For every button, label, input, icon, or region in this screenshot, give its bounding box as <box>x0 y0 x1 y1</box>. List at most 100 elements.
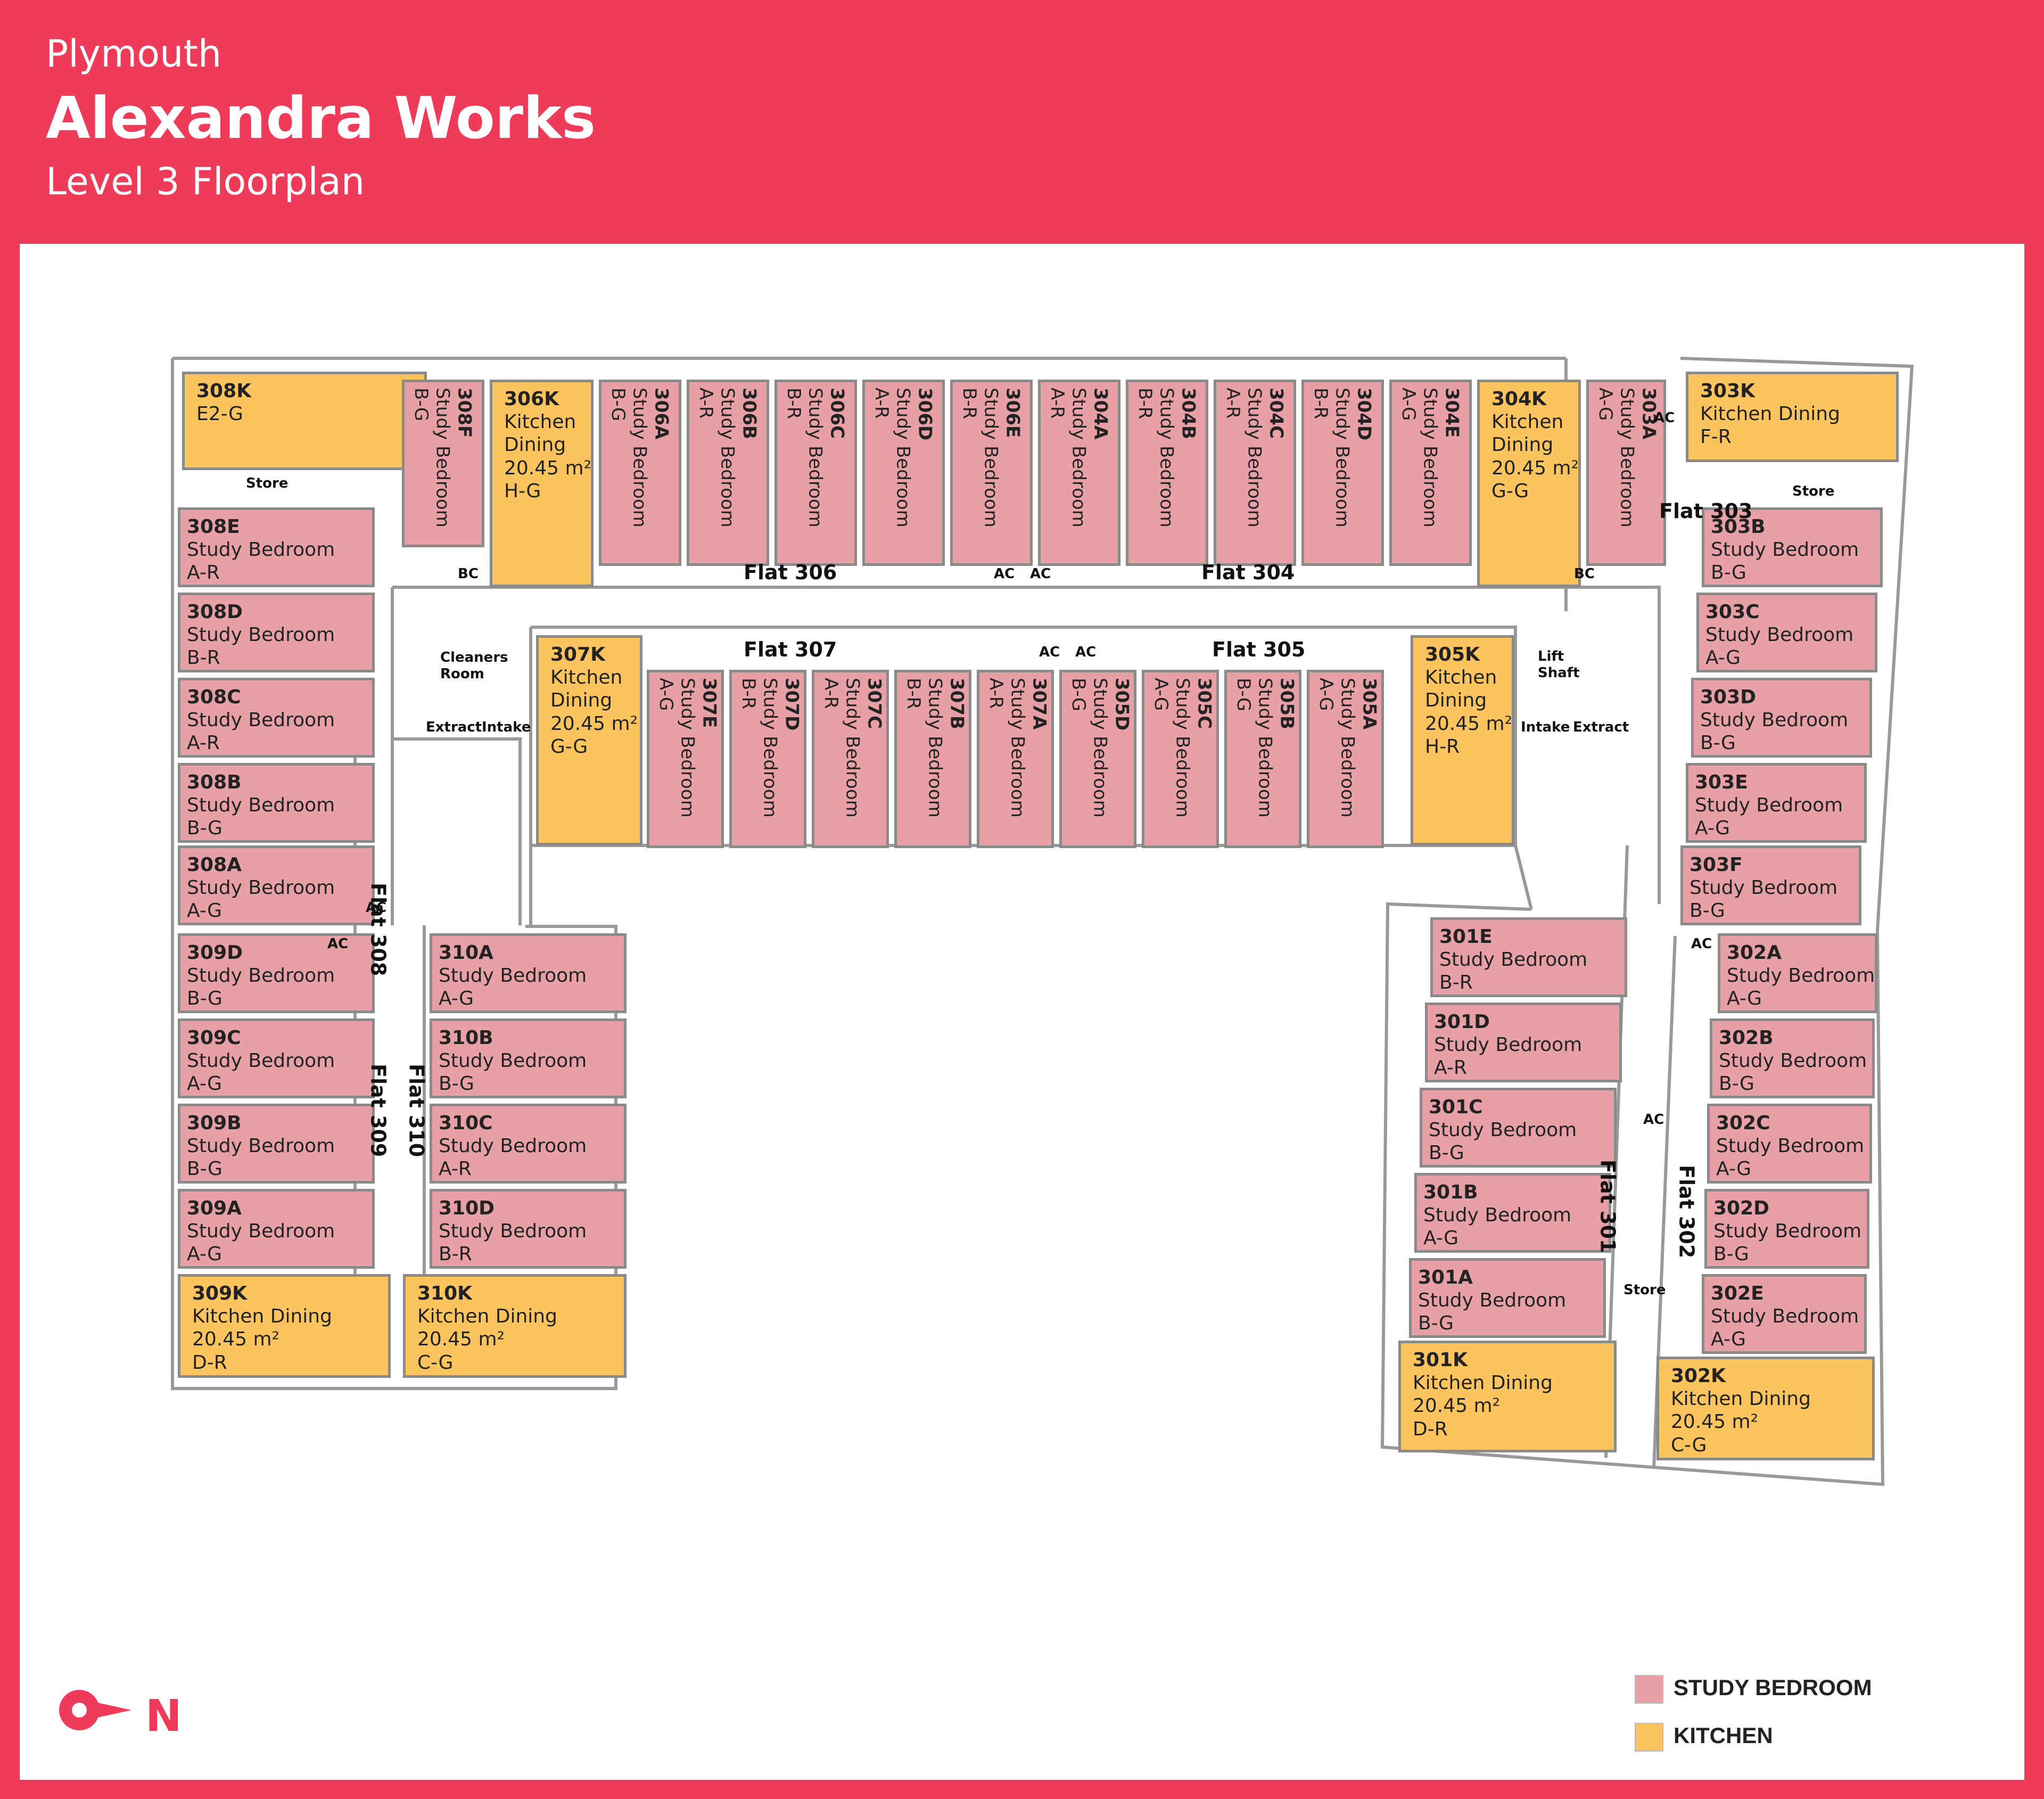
room-id: 302E <box>1711 1283 1764 1304</box>
room-id: 301K <box>1413 1349 1468 1371</box>
legend-bedroom-swatch <box>1635 1675 1663 1704</box>
room-detail: A-R <box>820 678 842 709</box>
room-id: 303E <box>1695 771 1748 793</box>
room-detail: H-G <box>504 480 541 502</box>
room-detail: B-G <box>1719 1073 1754 1095</box>
room-id: 304C <box>1265 388 1287 439</box>
room-detail: Dining <box>504 434 566 456</box>
room-id: 302K <box>1671 1365 1726 1387</box>
room-id: 304B <box>1177 388 1199 439</box>
room-detail: Study Bedroom <box>1434 1034 1583 1056</box>
room-detail: B-G <box>187 1158 222 1180</box>
room-detail: Study Bedroom <box>1711 1305 1859 1328</box>
room-id: 307C <box>863 678 885 729</box>
room-id: 305A <box>1358 678 1380 730</box>
room-detail: Study Bedroom <box>1172 678 1193 818</box>
room-id: 303D <box>1700 686 1757 708</box>
room-detail: B-G <box>1429 1142 1464 1164</box>
room-id: 301B <box>1423 1181 1478 1203</box>
room-detail: Study Bedroom <box>187 1220 335 1243</box>
page-title: Alexandra Works <box>46 85 596 152</box>
room-id: 307E <box>698 678 720 728</box>
room-detail: Study Bedroom <box>1719 1050 1867 1072</box>
flat-label: Flat 304 <box>1201 561 1295 584</box>
room-detail: D-R <box>1413 1418 1448 1440</box>
room-detail: 20.45 m² <box>192 1328 280 1351</box>
room-id: 308C <box>187 686 241 708</box>
room-detail: 20.45 m² <box>417 1328 505 1351</box>
room-detail: Study Bedroom <box>1695 794 1843 817</box>
room-detail: Study Bedroom <box>187 794 335 817</box>
room-id: 309K <box>192 1283 248 1304</box>
room-detail: A-G <box>1711 1328 1746 1351</box>
room-detail: Study Bedroom <box>1418 1289 1567 1312</box>
legend-kitchen-swatch <box>1635 1723 1663 1752</box>
room-detail: Kitchen Dining <box>1671 1388 1811 1410</box>
room-id: 305K <box>1425 644 1480 666</box>
room-detail: Study Bedroom <box>1727 965 1875 987</box>
room-detail: B-R <box>187 647 220 669</box>
store-label: Store <box>1792 483 1835 499</box>
room-detail: G-G <box>1491 480 1529 502</box>
header-city: Plymouth <box>46 32 222 76</box>
room-detail: Dining <box>550 689 613 712</box>
flat-label: Flat 308 <box>366 883 390 976</box>
room-detail: A-G <box>187 1243 222 1266</box>
room-detail: 20.45 m² <box>1491 457 1579 479</box>
legend-bedroom-label: STUDY BEDROOM <box>1674 1675 1872 1700</box>
room-detail: A-G <box>1727 988 1762 1010</box>
room-detail: Study Bedroom <box>629 388 650 528</box>
bc-label: BC <box>1574 566 1595 582</box>
room-id: 301A <box>1418 1267 1473 1288</box>
room-detail: Study Bedroom <box>892 388 914 528</box>
room-id: 303A <box>1638 388 1660 440</box>
room-detail: B-G <box>1713 1243 1749 1266</box>
room-detail: Study Bedroom <box>1716 1135 1865 1157</box>
room-detail: Study Bedroom <box>1331 388 1353 528</box>
room-detail: 20.45 m² <box>550 712 638 735</box>
room-detail: 20.45 m² <box>1425 712 1513 735</box>
room-id: 308K <box>196 380 252 402</box>
room-id: 302A <box>1727 942 1782 964</box>
room-detail: Study Bedroom <box>677 678 698 818</box>
page-subtitle: Level 3 Floorplan <box>46 160 365 203</box>
room-detail: 20.45 m² <box>1671 1411 1759 1433</box>
room-detail: Kitchen Dining <box>1700 403 1840 425</box>
room-detail: B-G <box>1067 678 1089 712</box>
room-id: 304A <box>1090 388 1111 440</box>
extract-label: Extract <box>426 719 482 735</box>
room-detail: E2-G <box>196 403 243 425</box>
room-detail: B-G <box>1711 562 1746 584</box>
room-detail: Study Bedroom <box>432 388 454 528</box>
